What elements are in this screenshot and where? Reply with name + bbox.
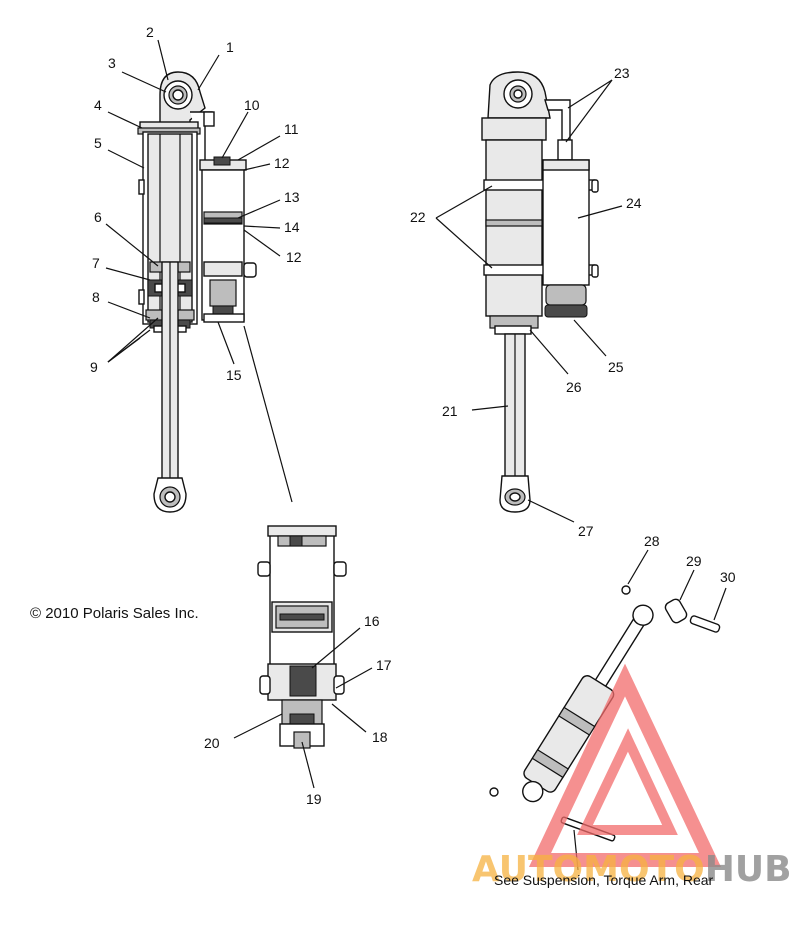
callout-14: 14 bbox=[284, 219, 300, 235]
callout-7: 7 bbox=[92, 255, 100, 271]
leader-lines bbox=[105, 39, 727, 871]
callout-10: 10 bbox=[244, 97, 260, 113]
callout-18: 18 bbox=[372, 729, 388, 745]
callout-2: 2 bbox=[146, 24, 154, 40]
callout-28: 28 bbox=[644, 533, 660, 549]
watermark-text: AUTOMOTOHUB bbox=[472, 849, 792, 890]
watermark-text-automoto: AUTOMOTO bbox=[472, 849, 705, 890]
callout-4: 4 bbox=[94, 97, 102, 113]
callout-11: 11 bbox=[284, 121, 299, 137]
callout-9: 9 bbox=[90, 359, 98, 375]
callout-29: 29 bbox=[686, 553, 702, 569]
callout-23: 23 bbox=[614, 65, 630, 81]
watermark-logo bbox=[528, 663, 722, 867]
callout-5: 5 bbox=[94, 135, 102, 151]
callout-12-lower: 12 bbox=[286, 249, 302, 265]
callout-6: 6 bbox=[94, 209, 102, 225]
callout-22: 22 bbox=[410, 209, 426, 225]
callout-25: 25 bbox=[608, 359, 624, 375]
right-shock-assembled bbox=[481, 71, 599, 513]
callout-19: 19 bbox=[306, 791, 322, 807]
callout-15: 15 bbox=[226, 367, 242, 383]
watermark-text-hub: HUB bbox=[705, 849, 792, 890]
mounting-hardware bbox=[489, 585, 721, 842]
callout-1: 1 bbox=[226, 39, 234, 55]
callout-3: 3 bbox=[108, 55, 116, 71]
callout-21: 21 bbox=[442, 403, 458, 419]
reservoir-detail bbox=[243, 325, 347, 749]
callout-8: 8 bbox=[92, 289, 100, 305]
copyright-text: © 2010 Polaris Sales Inc. bbox=[30, 605, 199, 622]
callout-13: 13 bbox=[284, 189, 300, 205]
callout-30: 30 bbox=[720, 569, 736, 585]
callout-labels: 1 2 3 4 5 6 7 8 9 10 11 12 12 13 14 15 1… bbox=[90, 24, 736, 807]
callout-20: 20 bbox=[204, 735, 220, 751]
callout-24: 24 bbox=[626, 195, 642, 211]
callout-16: 16 bbox=[364, 613, 380, 629]
callout-27: 27 bbox=[578, 523, 594, 539]
left-shock-cutaway bbox=[137, 71, 257, 513]
callout-26: 26 bbox=[566, 379, 582, 395]
callout-17: 17 bbox=[376, 657, 392, 673]
reference-note: See Suspension, Torque Arm, Rear bbox=[494, 872, 714, 888]
callout-12-upper: 12 bbox=[274, 155, 290, 171]
